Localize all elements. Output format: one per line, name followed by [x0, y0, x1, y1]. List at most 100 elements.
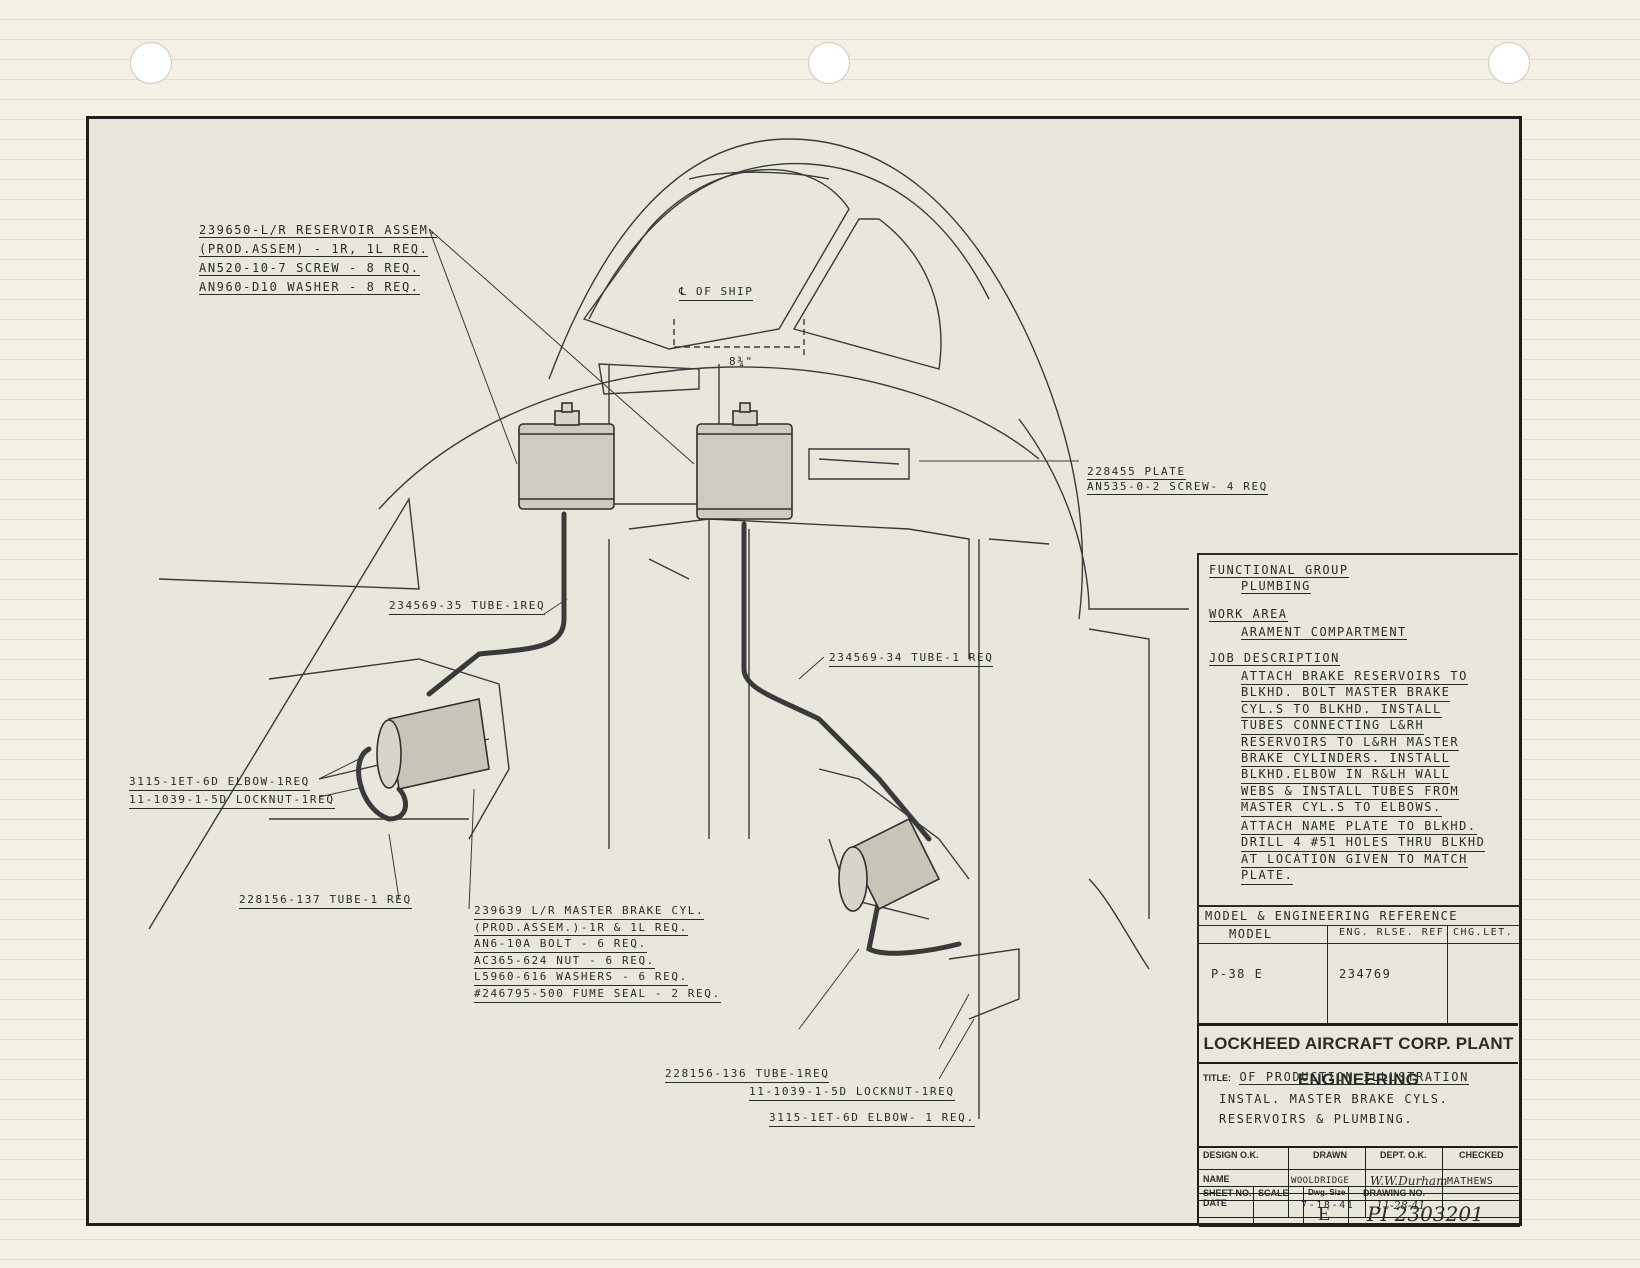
drawing-number-row: SHEET NO. SCALE Dwg. Size DRAWING NO. E …: [1197, 1186, 1520, 1227]
sheet-no-value-cell: [1199, 1201, 1254, 1227]
plate-label: 228455 PLATE AN535-0-2 SCREW- 4 REQ: [1087, 465, 1268, 496]
job-line: CYL.S TO BLKHD. INSTALL: [1241, 702, 1442, 719]
dwg-size-value-cell: E: [1304, 1201, 1349, 1227]
left-elbow-label: 3115-1ET-6D ELBOW-1REQ: [129, 775, 310, 791]
centerline-label: ℄ OF SHIP: [679, 285, 754, 301]
model-column-header: MODEL: [1229, 927, 1273, 941]
job-line: BRAKE CYLINDERS. INSTALL: [1241, 751, 1451, 768]
name-row-label: NAME: [1199, 1170, 1289, 1194]
drawing-number: PI 2303201: [1367, 1202, 1484, 1226]
drawn-name-cell: WOOLDRIDGE: [1289, 1170, 1366, 1194]
job-line: AT LOCATION GIVEN TO MATCH: [1241, 852, 1468, 869]
reservoir-label-line1: 239650-L/R RESERVOIR ASSEM.: [199, 223, 438, 238]
reservoir-label: 239650-L/R RESERVOIR ASSEM. (PROD.ASSEM)…: [199, 223, 438, 296]
job-line: ATTACH BRAKE RESERVOIRS TO: [1241, 669, 1468, 686]
job-line: ATTACH NAME PLATE TO BLKHD.: [1241, 819, 1477, 836]
chg-column-header: CHG.LET.: [1453, 927, 1514, 938]
model-value: P-38 E: [1211, 967, 1264, 981]
drawing-no-cell: DRAWING NO.: [1349, 1187, 1520, 1201]
dept-ok-header: DEPT. O.K.: [1380, 1150, 1427, 1160]
sheet-no-header: SHEET NO.: [1203, 1188, 1252, 1198]
work-area-heading: WORK AREA: [1209, 607, 1288, 622]
drawn-header: DRAWN: [1313, 1150, 1347, 1160]
checked-cell: CHECKED: [1443, 1146, 1520, 1170]
engineering-reference: MODEL & ENGINEERING REFERENCE MODEL ENG.…: [1199, 905, 1520, 1025]
master-cylinder-line2: (PROD.ASSEM.)-1R & 1L REQ.: [474, 920, 688, 937]
master-cylinder-line5: L5960-616 WASHERS - 6 REQ.: [474, 969, 688, 986]
dept-date: 11-28-41: [1376, 1199, 1426, 1212]
title-of: OF PRODUCTION ILLUSTRATION: [1239, 1070, 1469, 1085]
scale-cell: SCALE: [1254, 1187, 1304, 1201]
work-area-value: ARAMENT COMPARTMENT: [1241, 625, 1407, 640]
tube-35-label: 234569-35 TUBE-1REQ: [389, 599, 546, 615]
reservoir-label-line4: AN960-D10 WASHER - 8 REQ.: [199, 280, 420, 295]
dwg-size-header: Dwg. Size: [1308, 1188, 1346, 1197]
job-line: DRILL 4 #51 HOLES THRU BLKHD: [1241, 835, 1486, 852]
master-cylinder-line3: AN6-10A BOLT - 6 REQ.: [474, 936, 647, 953]
functional-group-value: PLUMBING: [1241, 579, 1311, 594]
drawing-no-value-cell: PI 2303201: [1349, 1201, 1520, 1227]
reference-heading: MODEL & ENGINEERING REFERENCE: [1205, 909, 1459, 923]
title-line-2: RESERVOIRS & PLUMBING.: [1219, 1112, 1414, 1126]
dimension-label: 8¾": [729, 355, 754, 368]
company-name: LOCKHEED AIRCRAFT CORP. PLANT ENGINEERIN…: [1199, 1026, 1518, 1089]
dwg-size-cell: Dwg. Size: [1304, 1187, 1349, 1201]
design-ok-header: DESIGN O.K.: [1203, 1150, 1259, 1160]
sheet-no-cell: SHEET NO.: [1199, 1187, 1254, 1201]
title-block: LOCKHEED AIRCRAFT CORP. PLANT ENGINEERIN…: [1197, 1023, 1520, 1222]
date-label: DATE: [1203, 1198, 1227, 1208]
right-locknut-label: 11-1039-1-5D LOCKNUT-1REQ: [749, 1085, 955, 1101]
title-line-1: INSTAL. MASTER BRAKE CYLS.: [1219, 1092, 1449, 1106]
plate-label-line2: AN535-0-2 SCREW- 4 REQ: [1087, 480, 1268, 495]
job-line: PLATE.: [1241, 868, 1294, 885]
drawing-sheet: 239650-L/R RESERVOIR ASSEM. (PROD.ASSEM)…: [86, 116, 1522, 1226]
dept-name-cell: W.W.Durham: [1366, 1170, 1447, 1194]
punch-hole-center: [808, 42, 850, 84]
job-description-heading: JOB DESCRIPTION: [1209, 651, 1340, 666]
master-cylinder-line4: AC365-624 NUT - 6 REQ.: [474, 953, 655, 970]
job-line: BLKHD. BOLT MASTER BRAKE: [1241, 685, 1451, 702]
design-ok-cell: DESIGN O.K.: [1199, 1146, 1289, 1170]
job-line: MASTER CYL.S TO ELBOWS.: [1241, 800, 1442, 817]
checked-name: MATHEWS: [1447, 1176, 1494, 1187]
reservoir-label-line2: (PROD.ASSEM) - 1R, 1L REQ.: [199, 242, 429, 257]
master-cylinder-label: 239639 L/R MASTER BRAKE CYL. (PROD.ASSEM…: [474, 903, 721, 1004]
master-cylinder-line1: 239639 L/R MASTER BRAKE CYL.: [474, 903, 705, 920]
job-description-text-2: ATTACH NAME PLATE TO BLKHD. DRILL 4 #51 …: [1241, 819, 1511, 885]
title-label: TITLE:: [1203, 1073, 1231, 1083]
job-line: TUBES CONNECTING L&RH: [1241, 718, 1425, 735]
functional-group-heading: FUNCTIONAL GROUP: [1209, 563, 1349, 578]
tube-34-label: 234569-34 TUBE-1 REQ: [829, 651, 994, 667]
reservoir-label-line3: AN520-10-7 SCREW - 8 REQ.: [199, 261, 420, 276]
checked-header: CHECKED: [1459, 1150, 1504, 1160]
punch-hole-left: [130, 42, 172, 84]
drawing-title: TITLE: OF PRODUCTION ILLUSTRATION INSTAL…: [1199, 1062, 1518, 1148]
job-line: RESERVOIRS TO L&RH MASTER: [1241, 735, 1460, 752]
checked-name-cell: MATHEWS: [1443, 1170, 1520, 1194]
dept-signature: W.W.Durham: [1370, 1174, 1448, 1188]
job-line: BLKHD.ELBOW IN R&LH WALL: [1241, 767, 1451, 784]
scale-header: SCALE: [1258, 1188, 1289, 1198]
punch-hole-right: [1488, 42, 1530, 84]
eng-ref-value: 234769: [1339, 967, 1392, 981]
master-cylinder-line6: #246795-500 FUME SEAL - 2 REQ.: [474, 986, 721, 1003]
drawn-name: WOOLDRIDGE: [1291, 1176, 1350, 1186]
info-panel: FUNCTIONAL GROUP PLUMBING WORK AREA ARAM…: [1197, 553, 1520, 1025]
scale-value-cell: [1254, 1201, 1304, 1227]
right-elbow-label: 3115-1ET-6D ELBOW- 1 REQ.: [769, 1111, 975, 1127]
drawn-date: 7-18-41: [1301, 1200, 1355, 1211]
dept-date-cell: 11-28-41: [1366, 1194, 1443, 1218]
plate-label-line1: 228455 PLATE: [1087, 465, 1186, 480]
dept-ok-cell: DEPT. O.K.: [1366, 1146, 1443, 1170]
eng-ref-column-header: ENG. RLSE. REF.: [1339, 927, 1452, 938]
name-label: NAME: [1203, 1174, 1230, 1184]
drawing-no-header: DRAWING NO.: [1363, 1188, 1425, 1198]
tube-137-label: 228156-137 TUBE-1 REQ: [239, 893, 412, 909]
dwg-size-value: E: [1318, 1203, 1331, 1225]
tube-136-label: 228156-136 TUBE-1REQ: [665, 1067, 830, 1083]
job-line: WEBS & INSTALL TUBES FROM: [1241, 784, 1460, 801]
left-locknut-label: 11-1039-1-5D LOCKNUT-1REQ: [129, 793, 335, 809]
date-row-label: DATE: [1199, 1194, 1289, 1218]
installation-illustration: [148, 138, 1189, 1119]
drawn-cell: DRAWN: [1289, 1146, 1366, 1170]
